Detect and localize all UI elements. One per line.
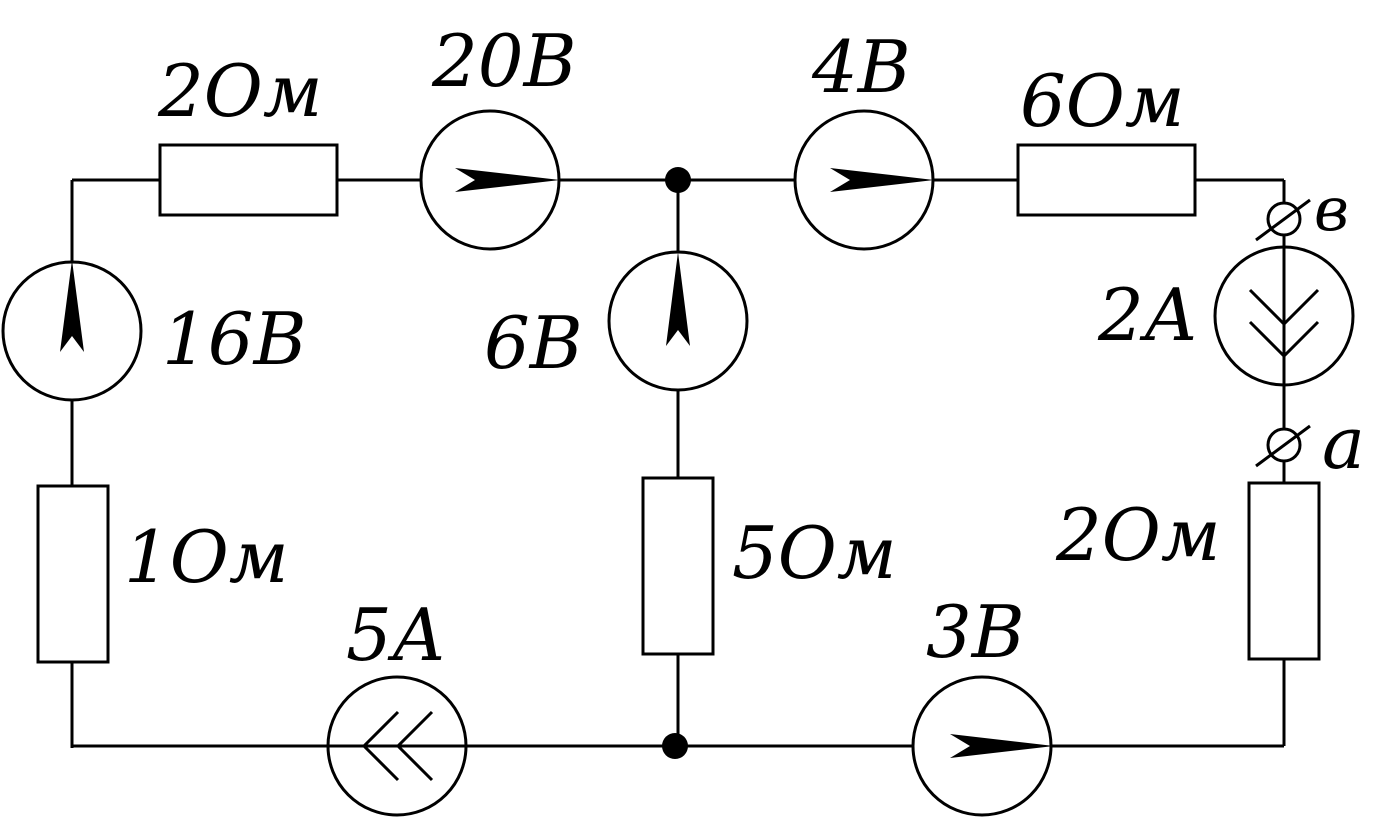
terminal-b xyxy=(1255,198,1311,242)
resistor-left xyxy=(36,484,110,664)
label-resistor-middle: 5Ом xyxy=(732,511,897,595)
emf-source-left xyxy=(1,260,143,402)
label-resistor-left: 1Ом xyxy=(124,515,289,599)
emf-source-top-right xyxy=(793,109,935,251)
label-emf-top-right: 4В xyxy=(811,25,911,109)
label-current-source-bottom: 5А xyxy=(346,593,446,677)
emf-source-top-left xyxy=(419,109,561,251)
resistor-top-left xyxy=(158,143,339,217)
label-emf-bottom: 3В xyxy=(926,590,1025,674)
arrow-up-icon xyxy=(60,260,84,352)
chevron-down-icon xyxy=(1248,288,1320,327)
label-terminal-a: a xyxy=(1322,401,1365,485)
arrow-right-icon xyxy=(950,734,1054,758)
label-emf-top-left: 20В xyxy=(431,19,577,103)
label-resistor-top-left: 2Ом xyxy=(157,49,323,133)
label-current-source-right: 2А xyxy=(1097,273,1198,357)
chevron-left-icon xyxy=(395,710,434,782)
label-emf-left: 16В xyxy=(162,297,307,381)
resistor-top-right xyxy=(1016,143,1197,217)
resistor-middle xyxy=(641,476,715,656)
chevron-left-icon xyxy=(361,710,400,782)
current-source-right xyxy=(1213,245,1355,387)
arrow-right-icon xyxy=(830,168,934,192)
label-resistor-top-right: 6Ом xyxy=(1020,59,1185,143)
label-resistor-right: 2Ом xyxy=(1055,493,1221,577)
node-top xyxy=(665,167,691,193)
arrow-up-icon xyxy=(666,252,690,346)
resistor-right xyxy=(1247,481,1321,661)
emf-source-middle xyxy=(607,250,749,392)
terminal-a xyxy=(1255,424,1311,468)
label-emf-middle: 6В xyxy=(484,301,583,385)
node-bottom xyxy=(662,733,688,759)
emf-source-bottom xyxy=(911,675,1054,817)
arrow-right-icon xyxy=(455,168,560,192)
chevron-down-icon xyxy=(1248,320,1320,359)
label-terminal-b: в xyxy=(1314,175,1349,245)
current-source-bottom xyxy=(326,675,468,817)
